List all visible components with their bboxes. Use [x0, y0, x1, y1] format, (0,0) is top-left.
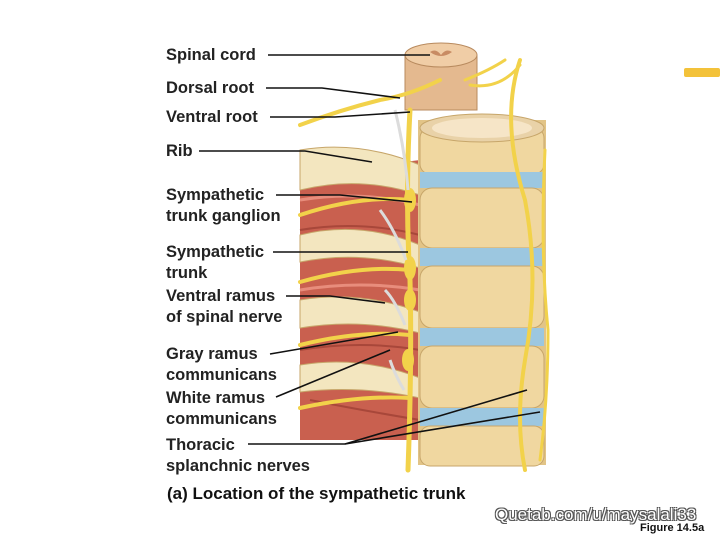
figure-caption: (a) Location of the sympathetic trunk: [167, 484, 466, 503]
label-thoracic-splanchnic: Thoracic splanchnic nerves: [166, 435, 310, 477]
label-thoracic-splanchnic-line2: splanchnic nerves: [166, 457, 310, 475]
vertebral-column: [418, 113, 546, 467]
label-sympathetic-trunk-ganglion: Sympathetic trunk ganglion: [166, 185, 281, 227]
ribs: [299, 146, 421, 399]
label-sympathetic-trunk-line2: trunk: [166, 264, 208, 282]
figure-reference: Figure 14.5a: [640, 522, 705, 534]
leader-lines: [199, 54, 541, 445]
label-sympathetic-trunk: Sympathetic trunk: [166, 242, 264, 284]
label-rib-text: Rib: [166, 142, 193, 160]
label-spinal-cord-text: Spinal cord: [166, 46, 256, 64]
spinal-cord: [404, 42, 478, 111]
label-gray-ramus-line2: communicans: [166, 366, 277, 384]
label-spinal-cord: Spinal cord: [166, 45, 256, 66]
label-ventral-ramus-line2: of spinal nerve: [166, 308, 283, 326]
label-ventral-ramus-line1: Ventral ramus: [166, 287, 276, 305]
label-ventral-ramus: Ventral ramus of spinal nerve: [166, 286, 282, 328]
label-dorsal-root-text: Dorsal root: [166, 79, 255, 97]
label-ventral-root: Ventral root: [166, 107, 258, 128]
label-white-ramus-line2: communicans: [166, 410, 277, 428]
label-gray-ramus: Gray ramus communicans: [166, 344, 277, 386]
label-sympathetic-trunk-line1: Sympathetic: [166, 243, 265, 261]
label-sympathetic-trunk-ganglion-line2: trunk ganglion: [166, 207, 281, 225]
label-rib: Rib: [166, 141, 193, 162]
rami-communicantes: [378, 109, 410, 391]
label-thoracic-splanchnic-line1: Thoracic: [166, 436, 235, 454]
label-gray-ramus-line1: Gray ramus: [166, 345, 258, 363]
label-sympathetic-trunk-ganglion-line1: Sympathetic: [166, 186, 265, 204]
watermark: Quetab.com/u/maysalali33: [495, 505, 697, 524]
label-white-ramus-line1: White ramus: [166, 389, 266, 407]
highlight-mark: [684, 68, 720, 77]
label-ventral-root-text: Ventral root: [166, 108, 258, 126]
label-white-ramus: White ramus communicans: [166, 388, 277, 430]
label-dorsal-root: Dorsal root: [166, 78, 254, 99]
